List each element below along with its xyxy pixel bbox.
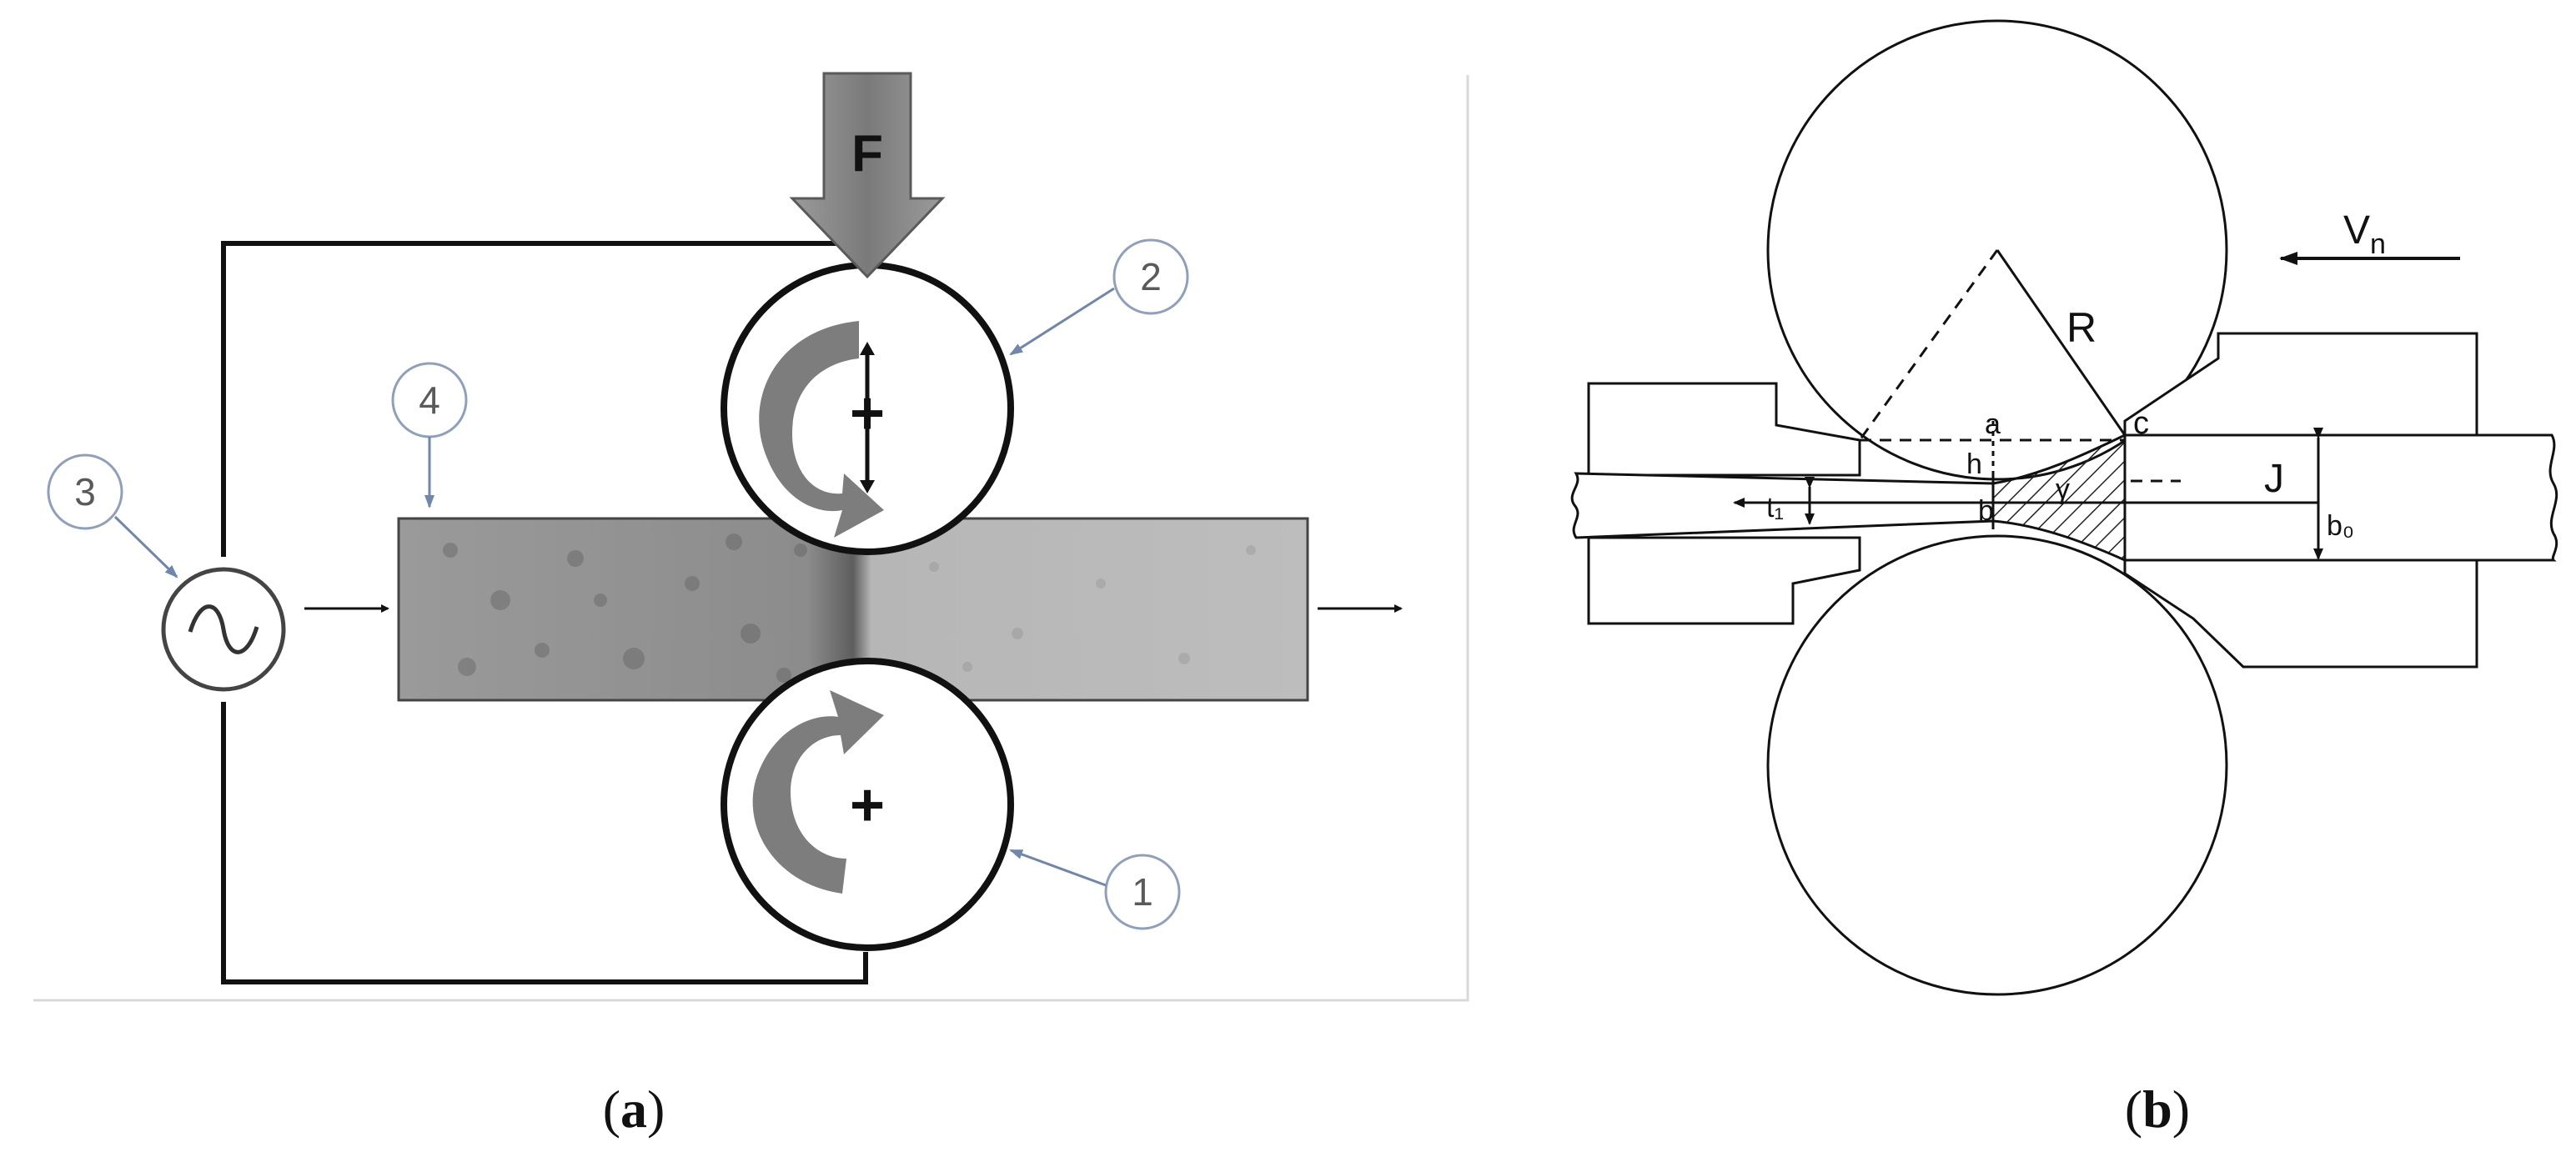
caption-a: (a) — [603, 1079, 665, 1139]
top-roller-sign: + — [850, 380, 885, 447]
caption-b: (b) — [2125, 1079, 2190, 1139]
panel-b — [1570, 19, 2558, 996]
svg-text:3: 3 — [74, 470, 96, 513]
svg-text:1: 1 — [1132, 870, 1153, 914]
svg-text:4: 4 — [419, 378, 440, 422]
rotation-arrow-icon — [759, 321, 884, 538]
point-a-label: a — [1985, 408, 2001, 440]
lower-roll — [1766, 534, 2228, 996]
callout-2: 2 — [1009, 238, 1189, 356]
rotation-arrow-icon — [752, 690, 884, 894]
velocity-label: Vn — [2343, 208, 2386, 260]
ac-source-icon — [161, 567, 286, 692]
panel-a: + + F 2 4 3 — [33, 72, 1469, 1002]
top-roller: + — [721, 262, 1014, 555]
point-b-label: b — [1978, 495, 1994, 527]
svg-text:2: 2 — [1140, 255, 1162, 298]
callout-4: 4 — [391, 362, 468, 508]
gamma-label: γ — [2056, 473, 2070, 505]
force-label: F — [851, 125, 883, 183]
j-label: J — [2264, 457, 2284, 501]
point-c-label: c — [2133, 406, 2149, 441]
callout-1: 1 — [1009, 849, 1181, 930]
callout-3: 3 — [47, 453, 178, 578]
panel-b-labels: Vn R a h b γ c J t₁ b₀ — [1766, 208, 2386, 542]
deformation-zone — [1991, 433, 2127, 563]
bottom-roller-sign: + — [850, 772, 885, 839]
bottom-roller: + — [721, 658, 1014, 951]
h-label: h — [1966, 448, 1982, 480]
force-arrow: F — [789, 72, 946, 279]
radius-label: R — [2066, 304, 2096, 351]
panel-a-frame — [33, 75, 1469, 1002]
radius-line — [1996, 249, 2127, 436]
b0-label: b₀ — [2327, 510, 2354, 542]
rolled-strip — [1570, 472, 1995, 539]
t-label: t₁ — [1766, 492, 1784, 523]
incoming-strip — [2123, 433, 2558, 562]
